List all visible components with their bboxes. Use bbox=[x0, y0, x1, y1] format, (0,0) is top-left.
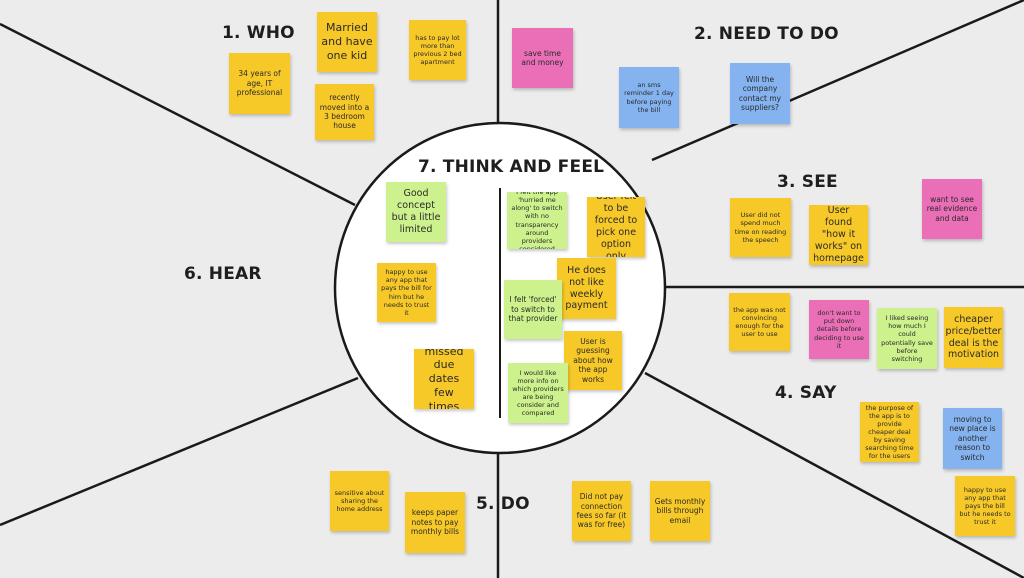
sticky-note: Married and have one kid bbox=[317, 12, 377, 72]
divider-hear-do bbox=[0, 376, 359, 527]
sticky-note: recently moved into a 3 bedroom house bbox=[315, 84, 374, 140]
sticky-note: the app was not convincing enough for th… bbox=[729, 293, 790, 351]
section-title-need-to-do: 2. NEED TO DO bbox=[694, 24, 839, 44]
sticky-note: User felt to be forced to pick one optio… bbox=[587, 197, 645, 257]
sticky-note: don't want to put down details before de… bbox=[809, 300, 869, 359]
sticky-note: sensitive about sharing the home address bbox=[330, 471, 389, 531]
sticky-note: Will the company contact my suppliers? bbox=[730, 63, 790, 124]
sticky-note: Did not pay connection fees so far (it w… bbox=[572, 481, 631, 541]
sticky-note: Good concept but a little limited bbox=[386, 182, 446, 242]
sticky-note: 34 years of age, IT professional bbox=[229, 53, 290, 114]
sticky-note: I liked seeing how much I could potentia… bbox=[877, 308, 937, 369]
sticky-note: moving to new place is another reason to… bbox=[943, 408, 1002, 469]
section-title-who: 1. WHO bbox=[222, 23, 295, 43]
sticky-note: an sms reminder 1 day before paying the … bbox=[619, 67, 679, 128]
section-title-say: 4. SAY bbox=[775, 383, 837, 403]
sticky-note: User did not spend much time on reading … bbox=[730, 198, 791, 257]
sticky-note: User found "how it works" on homepage bbox=[809, 205, 868, 265]
sticky-note: He does not like weekly payment bbox=[557, 258, 616, 319]
divider-need-see bbox=[651, 0, 1024, 162]
sticky-note: save time and money bbox=[512, 28, 573, 88]
sticky-note: want to see real evidence and data bbox=[922, 179, 982, 239]
sticky-note: missed due dates few times bbox=[414, 349, 474, 409]
sticky-note: User is guessing about how the app works bbox=[564, 331, 622, 390]
sticky-note: I felt 'forced' to switch to that provid… bbox=[504, 280, 562, 339]
section-title-hear: 6. HEAR bbox=[184, 264, 262, 284]
section-title-do: 5. DO bbox=[476, 494, 530, 514]
sticky-note: the purpose of the app is to provide che… bbox=[860, 402, 919, 462]
section-title-think-and-feel: 7. THINK AND FEEL bbox=[418, 157, 605, 177]
sticky-note: I would like more info on which provider… bbox=[508, 363, 568, 423]
sticky-note: keeps paper notes to pay monthly bills bbox=[405, 492, 465, 553]
sticky-note: happy to use any app that pays the bill … bbox=[955, 476, 1015, 536]
sticky-note: cheaper price/better deal is the motivat… bbox=[944, 307, 1003, 368]
sticky-note: I felt the app 'hurried me along' to swi… bbox=[507, 192, 567, 249]
sticky-note: Gets monthly bills through email bbox=[650, 481, 710, 541]
section-title-see: 3. SEE bbox=[777, 172, 838, 192]
divider-say-do bbox=[644, 371, 1024, 578]
sticky-note: has to pay lot more than previous 2 bed … bbox=[409, 20, 466, 80]
sticky-note: happy to use any app that pays the bill … bbox=[377, 263, 436, 322]
divider-who-hear bbox=[0, 22, 356, 207]
